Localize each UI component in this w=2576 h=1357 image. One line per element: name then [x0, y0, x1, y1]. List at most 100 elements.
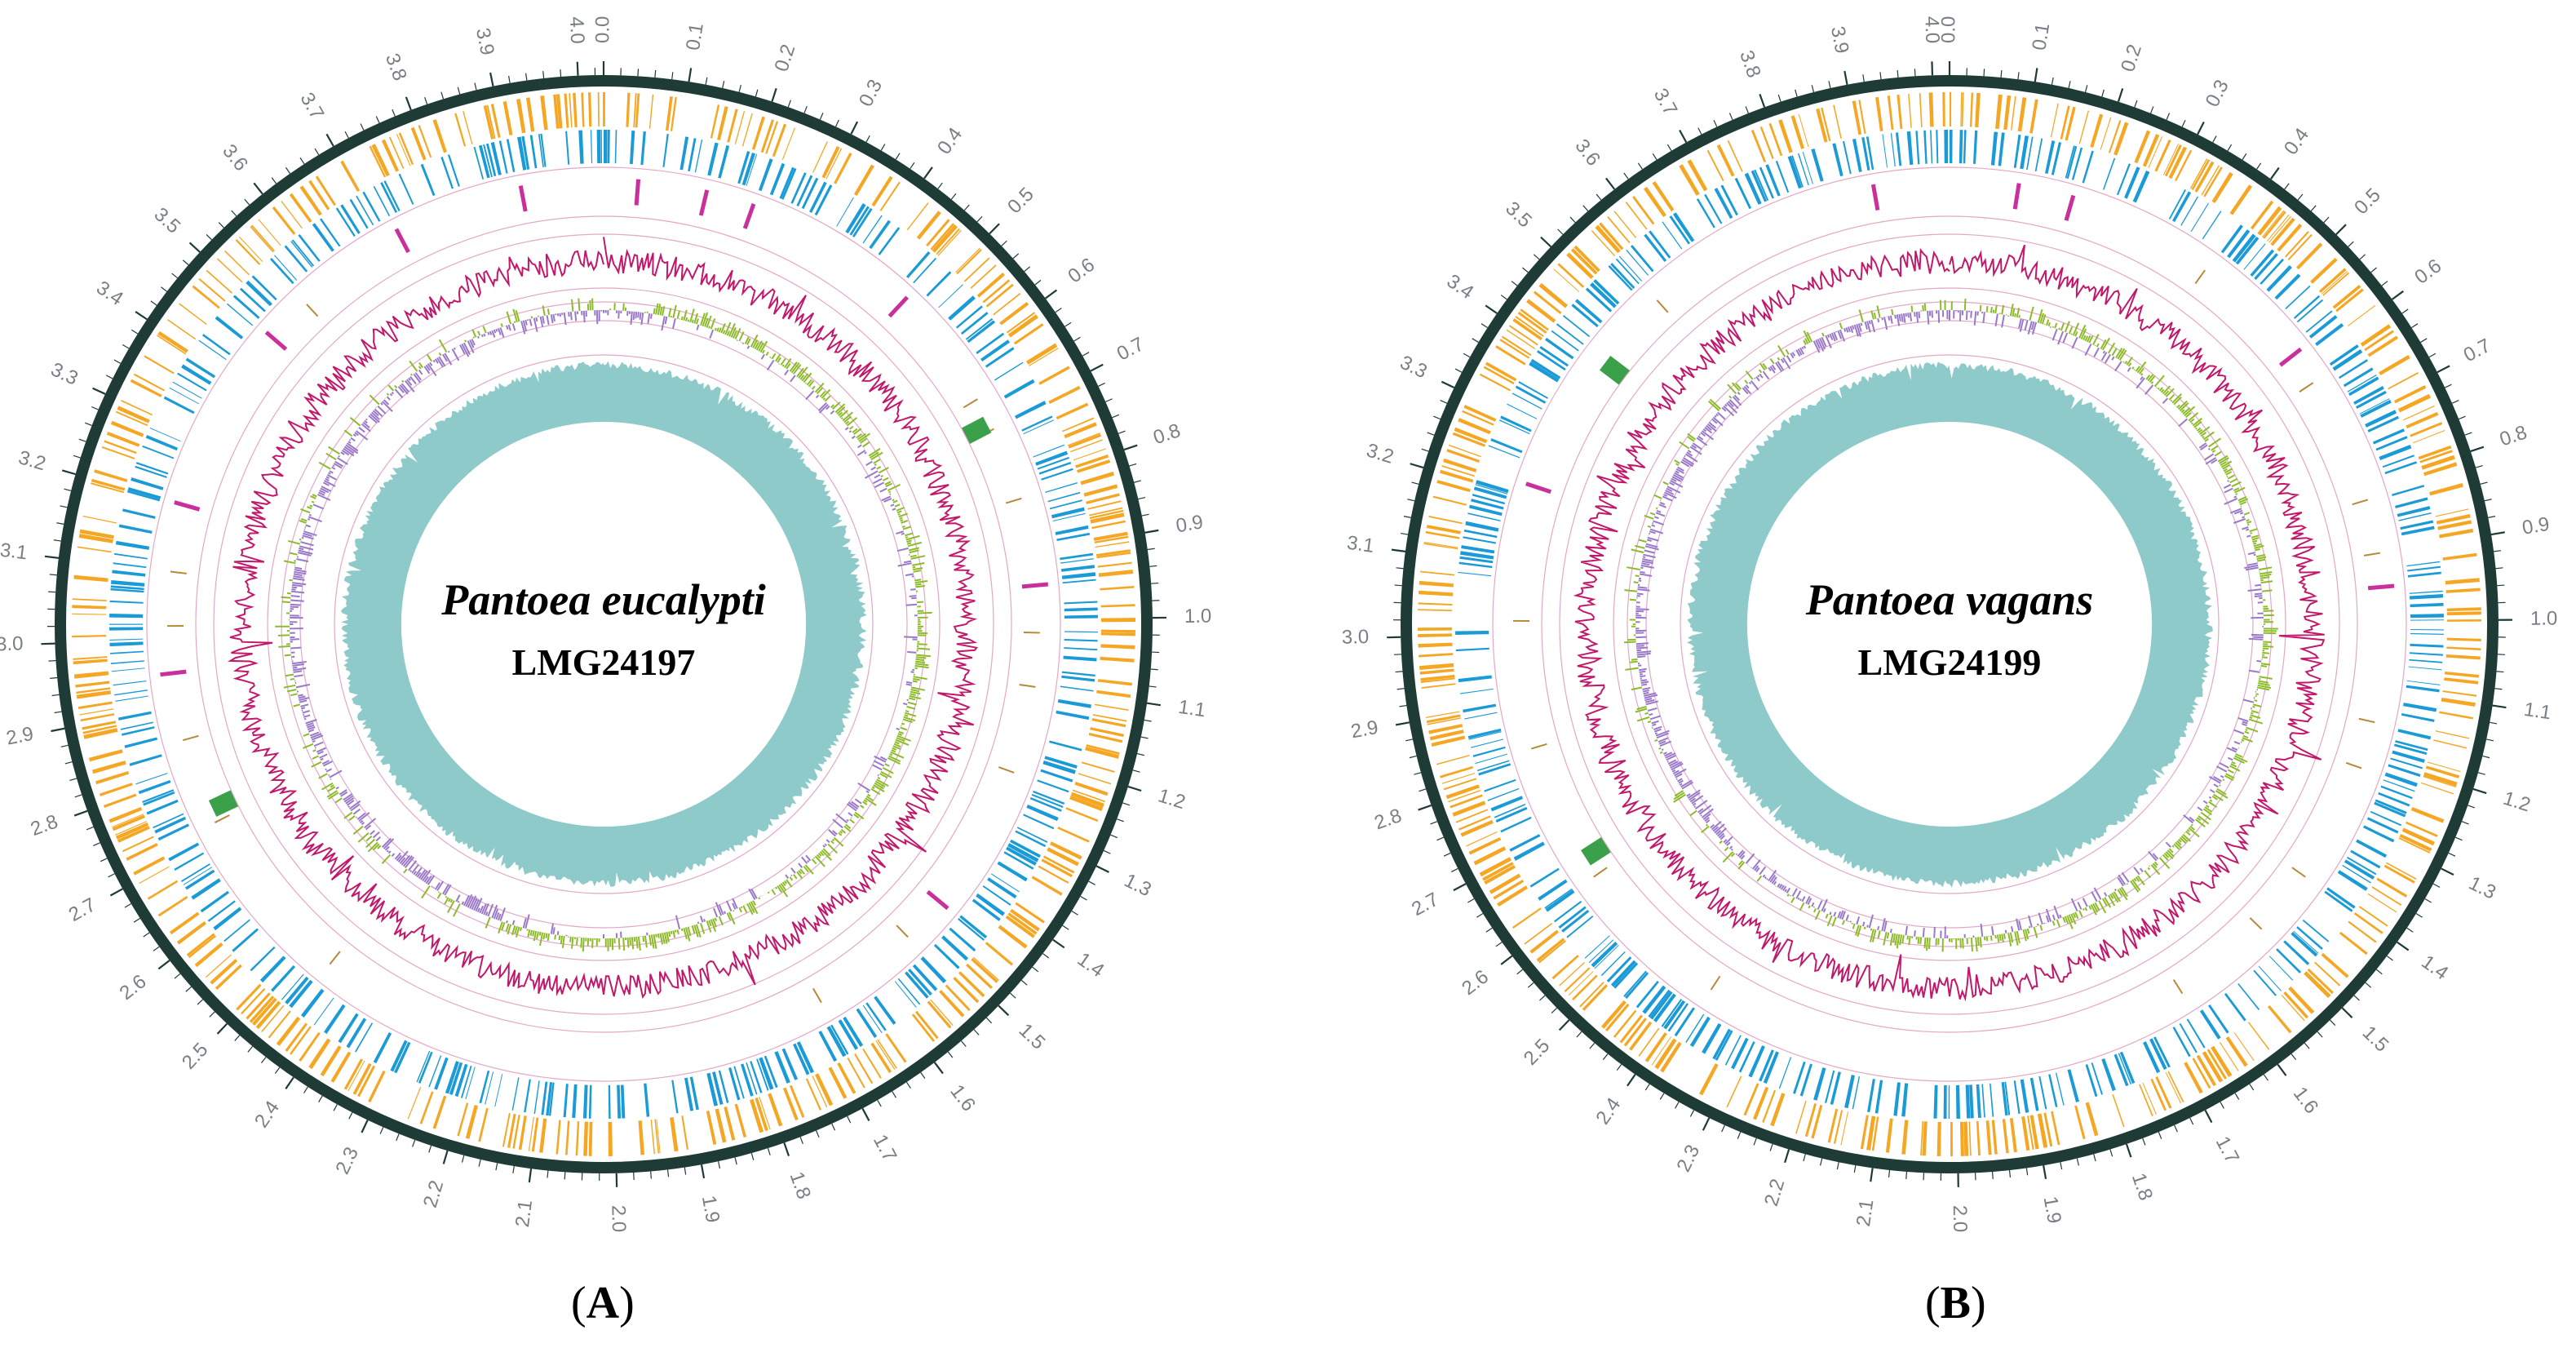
cds-feature — [1094, 703, 1129, 712]
cds-feature — [966, 963, 993, 989]
cds-feature — [1423, 543, 1458, 550]
guide-circle — [213, 233, 994, 1015]
tick-mark — [877, 1099, 882, 1107]
cds-feature — [912, 964, 938, 991]
cds-feature — [588, 92, 592, 127]
tick-mark — [688, 68, 693, 82]
cds-feature — [985, 347, 1015, 368]
cds-feature — [1089, 509, 1124, 519]
cds-feature — [1063, 655, 1097, 662]
tick-label: 3.7 — [1649, 85, 1682, 119]
cds-feature — [2203, 166, 2223, 197]
tick-mark — [783, 1142, 790, 1156]
cds-feature — [349, 198, 369, 229]
cds-feature — [670, 96, 677, 131]
cds-feature — [1493, 879, 1525, 900]
cds-feature — [965, 317, 994, 340]
cds-feature — [2435, 730, 2469, 739]
cds-feature — [2397, 506, 2431, 517]
cds-feature — [1461, 545, 1495, 554]
tick-label: 2.9 — [4, 723, 35, 750]
cds-feature — [905, 251, 931, 278]
cds-feature — [796, 1041, 815, 1074]
cds-feature — [1068, 433, 1102, 449]
cds-feature — [1080, 472, 1114, 486]
tick-mark — [2284, 183, 2290, 190]
cds-feature — [1042, 855, 1075, 874]
cds-feature — [853, 164, 874, 196]
tick-mark — [1605, 177, 1616, 190]
tick-mark — [2370, 267, 2377, 273]
cds-feature — [2348, 920, 2377, 943]
cds-feature — [2329, 344, 2359, 366]
tick-mark — [547, 1170, 549, 1178]
cds-feature — [2332, 348, 2363, 371]
cds-feature — [1588, 939, 1614, 964]
cds-feature — [186, 933, 215, 956]
cds-feature — [2406, 685, 2440, 693]
cds-feature — [1594, 944, 1619, 969]
tick-mark — [865, 135, 870, 143]
cds-feature — [897, 978, 921, 1005]
tick-mark — [48, 659, 56, 662]
tick-mark — [2477, 772, 2485, 775]
tick-mark — [1576, 1031, 1582, 1038]
cds-feature — [2116, 163, 2131, 196]
tick-mark — [2220, 1102, 2224, 1109]
tick-mark — [880, 144, 886, 151]
cds-feature — [608, 1084, 611, 1119]
cds-feature — [2191, 159, 2211, 191]
other-rna-mark — [1599, 356, 1631, 385]
cds-feature — [635, 93, 640, 128]
tick-mark — [53, 539, 61, 542]
cds-feature — [555, 1120, 561, 1155]
cds-feature — [1023, 814, 1055, 830]
cds-feature — [236, 983, 262, 1011]
cds-feature — [2378, 792, 2410, 807]
cds-feature — [115, 821, 148, 836]
tick-mark — [2475, 464, 2483, 468]
cds-feature — [142, 789, 175, 804]
cds-feature — [681, 1115, 689, 1150]
trna-mark — [174, 500, 201, 512]
tick-mark — [73, 455, 81, 459]
cds-feature — [238, 236, 263, 263]
tick-mark — [1481, 323, 1488, 329]
cds-feature — [1790, 115, 1804, 149]
tick-mark — [512, 1165, 515, 1173]
rrna-mark — [1593, 867, 1608, 878]
tick-mark — [1112, 414, 1120, 419]
cds-feature — [192, 285, 220, 309]
cds-feature — [2410, 614, 2444, 619]
cds-feature — [2446, 611, 2481, 616]
tick-label: 3.3 — [47, 358, 82, 390]
cds-feature — [2393, 385, 2427, 404]
tick-mark — [1103, 849, 1111, 854]
cds-feature — [2446, 619, 2481, 622]
cds-feature — [2175, 149, 2193, 182]
tick-mark — [1403, 516, 1411, 518]
cds-feature — [1049, 740, 1082, 752]
tick-marks — [1387, 61, 2512, 1187]
cds-feature — [718, 1070, 729, 1103]
panel-b-caption: (B) — [1925, 1278, 1986, 1328]
tick-mark — [722, 81, 725, 89]
cds-feature — [396, 134, 411, 166]
cds-feature — [2367, 335, 2398, 357]
cds-feature — [970, 264, 997, 289]
cds-feature — [122, 508, 156, 519]
cds-feature — [274, 255, 298, 281]
cds-feature — [109, 623, 144, 625]
tick-mark — [197, 999, 204, 1005]
cds-feature — [597, 92, 600, 127]
cds-feature — [2356, 839, 2388, 858]
cds-feature — [2360, 399, 2392, 418]
cds-feature — [1607, 215, 1631, 244]
cds-feature — [418, 1051, 433, 1084]
tick-mark — [285, 166, 291, 174]
cds-feature — [1976, 1120, 1981, 1156]
tick-label: 0.6 — [2410, 255, 2445, 289]
tick-mark — [153, 946, 160, 951]
cds-feature — [1418, 628, 1453, 631]
